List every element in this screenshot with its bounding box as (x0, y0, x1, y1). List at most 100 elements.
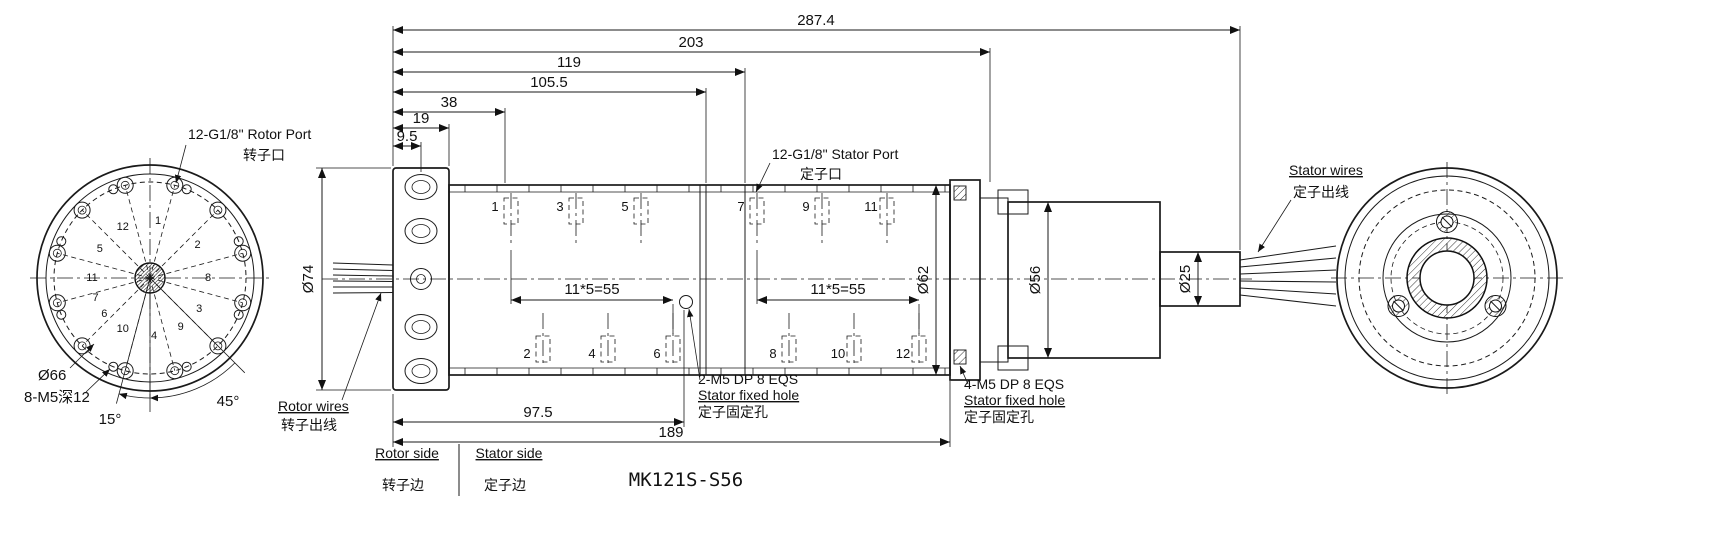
channel-mark: 3 (556, 193, 584, 247)
channel-number: 1 (491, 199, 498, 214)
rotor-side-label-zh: 转子边 (382, 477, 424, 493)
dimension-119: 119 (393, 54, 745, 76)
dim-119-label: 119 (557, 54, 581, 71)
dimension-19: 19 (393, 110, 449, 132)
stator-wires (1239, 245, 1337, 307)
rotor-wires-label-en: Rotor wires (278, 398, 349, 414)
ring-number: 6 (101, 308, 107, 320)
channels-top: 1 3 5 7 9 11 (491, 193, 895, 247)
dim-38-label: 38 (441, 94, 458, 111)
bolt-circle (1358, 189, 1536, 367)
pitch-right-label: 11*5=55 (810, 281, 865, 298)
fixed-hole-2-line1: 2-M5 DP 8 EQS (698, 371, 798, 387)
rotor-port-label-zh: 转子口 (243, 147, 285, 163)
dimension-38: 38 (393, 94, 505, 116)
screw-pcd-circle (1390, 221, 1504, 335)
channel-mark: 5 (621, 193, 649, 247)
extension-lines-top (392, 26, 1241, 250)
dim-287-label: 287.4 (797, 12, 835, 29)
inner-circle (1344, 175, 1550, 381)
ring-number: 11 (86, 272, 97, 284)
ring-channel-numbers: 1 2 8 3 9 4 10 6 7 11 5 12 (86, 215, 211, 342)
channels-bottom: 2 4 6 8 10 12 (523, 313, 927, 367)
rotor-ports (48, 176, 252, 380)
dim-19-label: 19 (413, 110, 430, 127)
channel-number: 5 (621, 199, 628, 214)
dimension-dia-74: Ø74 (300, 167, 391, 391)
channel-number: 10 (831, 346, 845, 361)
rotor-wires-label: Rotor wires 转子出线 (278, 292, 382, 433)
channel-mark: 12 (896, 313, 927, 367)
dimension-105: 105.5 (393, 74, 706, 96)
fixed-hole-4-line3: 定子固定孔 (964, 409, 1034, 425)
stator-fixed-hole-2: 2-M5 DP 8 EQS Stator fixed hole 定子固定孔 (679, 295, 799, 420)
channel-mark: 2 (523, 313, 551, 367)
dimension-9: 9.5 (393, 128, 421, 150)
stator-step (979, 189, 1029, 371)
ring-number: 3 (196, 303, 202, 315)
angle-45-label: 45° (217, 393, 240, 410)
dimension-287: 287.4 (393, 12, 1240, 34)
rotor-wires (332, 262, 394, 294)
channel-number: 6 (653, 346, 660, 361)
dim-25-label: Ø25 (1177, 265, 1194, 293)
stator-wires-label-zh: 定子出线 (1293, 184, 1349, 200)
pitch-left-label: 11*5=55 (564, 281, 619, 298)
screw-lower-left (1387, 295, 1410, 317)
dim-203-label: 203 (678, 34, 703, 51)
dim-105-label: 105.5 (530, 74, 568, 91)
channel-number: 12 (896, 346, 910, 361)
stator-wires-label: Stator wires 定子出线 (1257, 162, 1363, 253)
dim-62-label: Ø62 (915, 266, 932, 294)
stator-end-view (1331, 162, 1563, 394)
pitch-dimension-right: 11*5=55 (756, 250, 920, 334)
m5-holes-label: 8-M5深12 (24, 389, 90, 406)
bolt-circle (53, 181, 247, 375)
angle-15-label: 15° (99, 411, 122, 428)
fixed-hole-2-line3: 定子固定孔 (698, 404, 768, 420)
side-labels: Rotor side Stator side 转子边 定子边 (375, 444, 543, 496)
channel-mark: 8 (769, 313, 797, 367)
channel-mark: 10 (831, 313, 862, 367)
screw-lower-right (1484, 295, 1507, 317)
stator-fixed-hole-4: 4-M5 DP 8 EQS Stator fixed hole 定子固定孔 (959, 365, 1065, 425)
dim-56-label: Ø56 (1027, 266, 1044, 294)
stator-port-label-zh: 定子口 (800, 166, 842, 182)
channel-number: 9 (802, 199, 809, 214)
dim-74-label: Ø74 (300, 265, 317, 293)
rotor-end-view: 1 2 8 3 9 4 10 6 7 11 5 12 15° 45° 12-G1… (24, 126, 311, 428)
stator-side-label-zh: 定子边 (484, 477, 526, 493)
dim-9-label: 9.5 (397, 128, 418, 145)
fixed-hole-2-line2: Stator fixed hole (698, 387, 799, 403)
screw-top (1436, 211, 1458, 233)
ring-number: 4 (151, 330, 157, 342)
dimension-dia-56: Ø56 (1027, 202, 1052, 358)
ring-number: 10 (117, 323, 129, 335)
stator-flange (949, 179, 981, 381)
channel-number: 11 (864, 199, 878, 214)
channel-mark: 6 (653, 313, 681, 367)
fixed-hole-4-line1: 4-M5 DP 8 EQS (964, 376, 1064, 392)
dimension-97: 97.5 (393, 404, 684, 426)
ring-number: 1 (155, 215, 161, 227)
angle-dimensions: 15° 45° (99, 277, 246, 428)
rotor-flange (392, 167, 450, 391)
hub-bore (1419, 250, 1475, 306)
channel-mark: 9 (802, 193, 830, 247)
bolt-circle-dia-label: Ø66 (38, 367, 66, 384)
dim-189-label: 189 (658, 424, 683, 441)
rotor-port-label-en: 12-G1/8" Rotor Port (188, 126, 311, 142)
channel-number: 3 (556, 199, 563, 214)
ring-number: 9 (178, 321, 184, 333)
ring-number: 7 (92, 292, 98, 304)
rotor-wires-label-zh: 转子出线 (281, 417, 337, 433)
bolt-circle-leader (69, 343, 95, 369)
channel-mark: 1 (491, 193, 519, 247)
ring-number: 5 (97, 243, 103, 255)
pitch-dimension-left: 11*5=55 (510, 250, 674, 334)
channel-number: 8 (769, 346, 776, 361)
rotor-port-leader (174, 144, 187, 184)
stator-side-label-en: Stator side (476, 445, 543, 461)
channel-number: 7 (737, 199, 744, 214)
stator-wires-label-en: Stator wires (1289, 162, 1363, 178)
